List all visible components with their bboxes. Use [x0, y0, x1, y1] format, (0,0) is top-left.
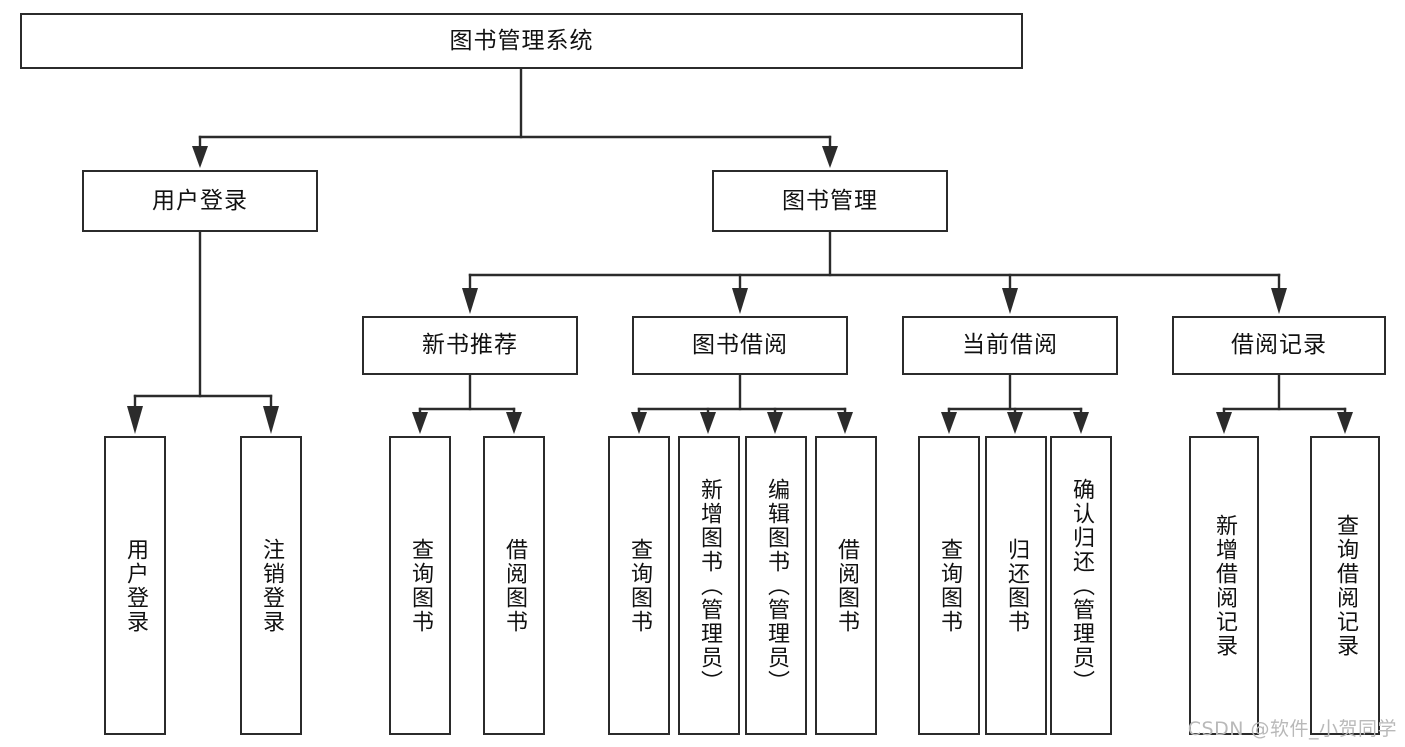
- arrowhead-leaf-1: [263, 406, 279, 434]
- leaf-node-logout[interactable]: 注销登录: [240, 436, 302, 735]
- node-label: 当前借阅: [962, 332, 1058, 359]
- arrowhead-leaf-10: [1073, 412, 1089, 434]
- arrowhead-leaf-3: [506, 412, 522, 434]
- arrowhead-book-borrow: [732, 288, 748, 314]
- arrowhead-leaf-2: [412, 412, 428, 434]
- node-book-manage[interactable]: 图书管理: [712, 170, 948, 232]
- node-label: 查询借阅记录: [1332, 513, 1358, 658]
- node-book-borrow[interactable]: 图书借阅: [632, 316, 848, 375]
- node-label: 注销登录: [258, 537, 284, 634]
- arrowhead-loan-record: [1271, 288, 1287, 314]
- node-root-system[interactable]: 图书管理系统: [20, 13, 1023, 69]
- node-label: 新增图书（管理员）: [696, 477, 722, 694]
- arrowhead-leaf-7: [837, 412, 853, 434]
- node-label: 查询图书: [936, 537, 962, 634]
- csdn-watermark: CSDN @软件_小贺同学: [1187, 718, 1397, 740]
- node-user-login[interactable]: 用户登录: [82, 170, 318, 232]
- arrowhead-leaf-6: [767, 412, 783, 434]
- leaf-node-query-loan-record[interactable]: 查询借阅记录: [1310, 436, 1380, 735]
- node-label: 查询图书: [626, 537, 652, 634]
- node-current-loan[interactable]: 当前借阅: [902, 316, 1118, 375]
- arrowhead-book-manage: [822, 146, 838, 168]
- leaf-node-borrow-book[interactable]: 借阅图书: [815, 436, 877, 735]
- node-label: 借阅记录: [1231, 332, 1327, 359]
- node-label: 新增借阅记录: [1211, 513, 1237, 658]
- node-label: 用户登录: [122, 537, 148, 634]
- leaf-node-query-book-borrow[interactable]: 查询图书: [608, 436, 670, 735]
- leaf-node-borrow-book-rec[interactable]: 借阅图书: [483, 436, 545, 735]
- arrowhead-user-login: [192, 146, 208, 168]
- node-label: 新书推荐: [422, 332, 518, 359]
- node-new-book-recommendation[interactable]: 新书推荐: [362, 316, 578, 375]
- node-label: 借阅图书: [501, 537, 527, 634]
- node-label: 图书管理: [782, 187, 878, 214]
- leaf-node-add-book-admin[interactable]: 新增图书（管理员）: [678, 436, 740, 735]
- node-label: 借阅图书: [833, 537, 859, 634]
- node-label: 归还图书: [1003, 537, 1029, 634]
- leaf-node-add-loan-record[interactable]: 新增借阅记录: [1189, 436, 1259, 735]
- node-label: 图书管理系统: [449, 27, 594, 54]
- arrowhead-leaf-12: [1337, 412, 1353, 434]
- node-label: 用户登录: [152, 187, 248, 214]
- node-label: 编辑图书（管理员）: [763, 477, 789, 694]
- node-label: 查询图书: [407, 537, 433, 634]
- leaf-node-confirm-return-admin[interactable]: 确认归还（管理员）: [1050, 436, 1112, 735]
- node-label: 图书借阅: [692, 332, 788, 359]
- leaf-node-query-book-current[interactable]: 查询图书: [918, 436, 980, 735]
- arrowhead-leaf-4: [631, 412, 647, 434]
- node-label: 确认归还（管理员）: [1068, 477, 1094, 694]
- arrowhead-leaf-8: [941, 412, 957, 434]
- arrowhead-leaf-0: [127, 406, 143, 434]
- node-loan-record[interactable]: 借阅记录: [1172, 316, 1386, 375]
- arrowhead-leaf-11: [1216, 412, 1232, 434]
- arrowhead-leaf-9: [1007, 412, 1023, 434]
- leaf-node-return-book[interactable]: 归还图书: [985, 436, 1047, 735]
- arrowhead-new-book-rec: [462, 288, 478, 314]
- leaf-node-query-book-rec[interactable]: 查询图书: [389, 436, 451, 735]
- leaf-node-edit-book-admin[interactable]: 编辑图书（管理员）: [745, 436, 807, 735]
- arrowhead-leaf-5: [700, 412, 716, 434]
- arrowhead-current-loan: [1002, 288, 1018, 314]
- leaf-node-user-login[interactable]: 用户登录: [104, 436, 166, 735]
